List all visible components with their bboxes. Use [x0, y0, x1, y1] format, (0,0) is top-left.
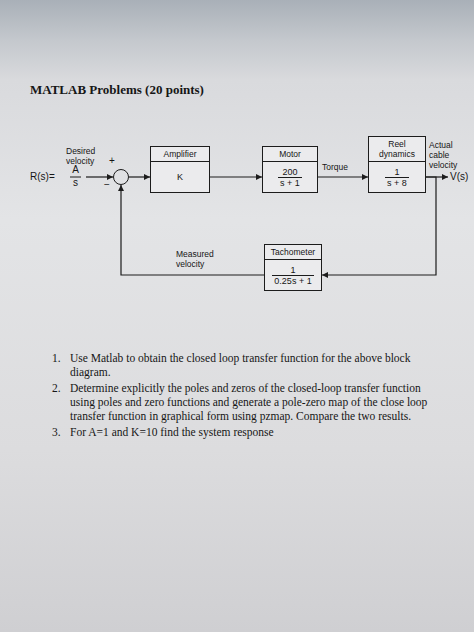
block-heading: Amplifier [151, 147, 209, 162]
block-heading: Tachometer [265, 245, 321, 260]
transfer-gain: K [175, 172, 185, 182]
denominator: s + 8 [385, 178, 409, 188]
transfer-block: Reel dynamics 1s + 8 [368, 136, 426, 193]
signal-label: R(s)= [30, 172, 55, 182]
signal-label: A [70, 165, 81, 175]
denominator: s + 1 [278, 178, 302, 188]
edge-label: Measured velocity [176, 249, 224, 269]
gain: K [175, 172, 185, 182]
signal-connector [318, 176, 368, 177]
fraction-bar [278, 177, 302, 178]
sign-mark: − [104, 180, 110, 190]
page-title: MATLAB Problems (20 points) [30, 82, 204, 98]
sign-mark: + [109, 156, 115, 166]
transfer-block: Motor 200s + 1 [262, 146, 318, 193]
signal-label: s [70, 178, 81, 188]
input-signal-line [86, 176, 113, 177]
question-text: Use Matlab to obtain the closed loop tra… [70, 351, 442, 379]
block-body: 10.25s + 1 [265, 260, 321, 290]
fraction-bar [385, 177, 409, 178]
signal-connector [210, 176, 262, 177]
signal-label: Desired velocity [66, 146, 108, 166]
question-text: Determine explicitly the poles and zeros… [70, 381, 442, 423]
block-heading: Reel dynamics [369, 137, 425, 162]
signal-connector [129, 176, 150, 177]
numerator: 1 [288, 265, 297, 275]
signal-connector [121, 185, 264, 275]
question-text: 3. [52, 425, 61, 439]
signal-label: Actual cable velocity [429, 140, 473, 170]
fraction: 1s + 8 [385, 167, 409, 188]
transfer-block: Tachometer 10.25s + 1 [264, 244, 322, 291]
denominator: 0.25s + 1 [272, 276, 313, 286]
block-body: K [151, 162, 209, 192]
block-body: 1s + 8 [369, 162, 425, 192]
numerator: 200 [280, 167, 299, 177]
question-text: For A=1 and K=10 find the system respons… [70, 425, 442, 439]
transfer-block: AmplifierK [150, 146, 210, 193]
fraction-bar [272, 275, 313, 276]
edge-label: Torque [322, 162, 348, 172]
block-body: 200s + 1 [263, 162, 317, 192]
numerator: 1 [392, 167, 401, 177]
summing-junction: +− [113, 169, 129, 185]
question-text: 2. [52, 381, 61, 395]
block-heading: Motor [263, 147, 317, 162]
fraction: 10.25s + 1 [272, 265, 313, 286]
signal-label: V(s) [450, 172, 468, 182]
fraction: 200s + 1 [278, 167, 302, 188]
question-text: 1. [52, 351, 61, 365]
